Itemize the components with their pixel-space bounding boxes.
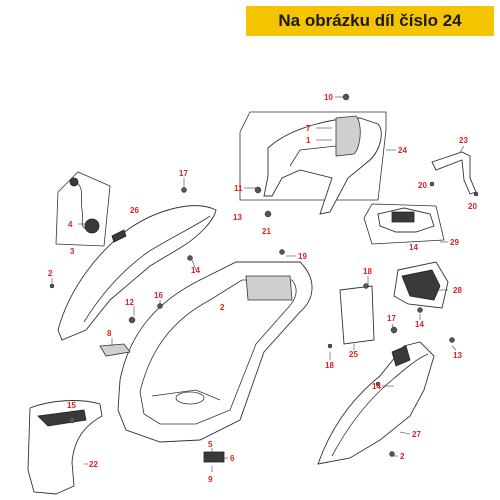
callout-14b: 14 [409, 243, 418, 252]
callout-16: 16 [154, 291, 163, 300]
left-side-panel-part-26 [57, 205, 217, 341]
callout-18b: 18 [325, 361, 334, 370]
callout-6: 6 [230, 454, 235, 463]
callout-3: 3 [70, 247, 75, 256]
callout-20a: 20 [418, 181, 427, 190]
callout-5: 5 [208, 440, 213, 449]
storage-tub [117, 261, 313, 443]
callout-8: 8 [107, 329, 112, 338]
rear-carrier-part-24 [239, 111, 387, 215]
callout-12: 12 [125, 298, 134, 307]
callout-14a: 14 [191, 266, 200, 275]
callout-1: 1 [306, 136, 311, 145]
callout-2b: 2 [220, 303, 225, 312]
plate-part-25 [339, 285, 375, 345]
callout-labels: 10 7 1 24 23 17 11 13 21 20 20 4 3 26 2 … [48, 93, 477, 484]
callout-27: 27 [412, 430, 421, 439]
callout-17b: 17 [387, 314, 396, 323]
callout-20b: 20 [468, 202, 477, 211]
callout-22: 22 [89, 460, 98, 469]
bracket-part-29 [363, 203, 445, 245]
callout-4: 4 [68, 220, 73, 229]
callout-24: 24 [398, 146, 407, 155]
grille-part-5 [203, 451, 225, 463]
callout-21: 21 [262, 227, 271, 236]
callout-2a: 2 [48, 269, 53, 278]
callout-13b: 13 [453, 351, 462, 360]
fasteners [49, 93, 479, 457]
callout-2c: 2 [400, 452, 405, 461]
part-number-banner: Na obrázku díl číslo 24 [246, 6, 494, 36]
banner-text: Na obrázku díl číslo 24 [278, 11, 462, 30]
callout-28: 28 [453, 286, 462, 295]
grab-bar-part-23 [431, 151, 477, 195]
cover-part-8 [99, 343, 131, 357]
callout-14d: 14 [372, 382, 381, 391]
callout-19: 19 [298, 252, 307, 261]
callout-13: 13 [233, 213, 242, 222]
callout-10: 10 [324, 93, 333, 102]
wire-harness-part-3 [55, 171, 111, 247]
callout-11: 11 [234, 184, 243, 193]
callout-leaders [51, 96, 465, 472]
callout-9: 9 [208, 475, 213, 484]
callout-26: 26 [130, 206, 139, 215]
callout-23: 23 [459, 136, 468, 145]
callout-25: 25 [349, 350, 358, 359]
callout-17: 17 [179, 169, 188, 178]
callout-7: 7 [306, 124, 311, 133]
front-cover-part-22 [27, 400, 103, 495]
callout-18a: 18 [363, 267, 372, 276]
callout-15: 15 [67, 401, 76, 410]
callout-29: 29 [450, 238, 459, 247]
tail-housing-part-28 [393, 261, 449, 309]
right-side-panel-part-27 [317, 341, 435, 465]
callout-14c: 14 [415, 320, 424, 329]
